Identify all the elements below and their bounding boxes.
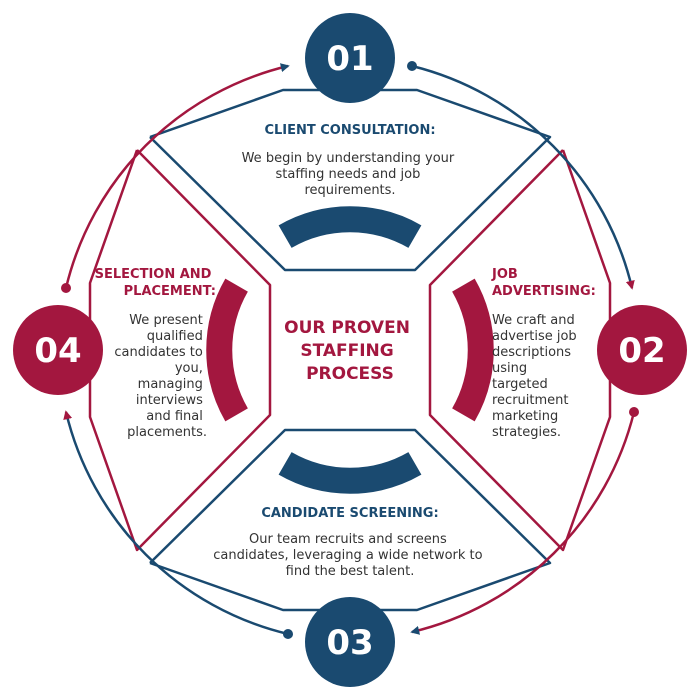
arrow-02-to-03 — [410, 411, 636, 635]
quadrant-outlines — [88, 88, 612, 612]
step-badges: 01 02 03 04 — [13, 13, 687, 687]
cycle-arrows — [61, 61, 639, 639]
arrow-02-to-03-start-dot — [629, 407, 639, 417]
ring-segment-right — [451, 278, 494, 422]
step-badge-04: 04 — [13, 305, 103, 395]
step-03-description: Our team recruits and screens candidates… — [213, 532, 487, 579]
step-badge-03: 03 — [305, 597, 395, 687]
quadrant-outline-bottom — [149, 428, 552, 612]
quadrant-outline-right — [428, 149, 612, 552]
arrow-03-to-04-start-dot — [283, 629, 293, 639]
arrow-01-to-02 — [411, 64, 635, 290]
ring-segment-top — [278, 206, 422, 249]
step-number-04: 04 — [34, 331, 81, 371]
quadrant-outline-left — [88, 149, 272, 552]
step-01-title: CLIENT CONSULTATION: — [264, 123, 435, 138]
step-number-02: 02 — [618, 331, 665, 371]
center-title-line: STAFFING — [300, 341, 393, 361]
center-title-line: PROCESS — [306, 364, 394, 384]
step-04-title: SELECTION AND PLACEMENT: — [95, 267, 216, 299]
center-ring — [206, 206, 494, 494]
step-03-content: CANDIDATE SCREENING: Our team recruits a… — [213, 506, 487, 579]
step-02-title: JOB ADVERTISING: — [491, 267, 596, 299]
step-number-03: 03 — [326, 623, 373, 663]
step-02-content: JOB ADVERTISING: We craft and advertise … — [491, 267, 596, 440]
arrow-04-to-01-start-dot — [61, 283, 71, 293]
center-title-line: OUR PROVEN — [284, 318, 410, 338]
step-badge-01: 01 — [305, 13, 395, 103]
ring-segment-bottom — [278, 451, 422, 494]
step-number-01: 01 — [326, 39, 373, 79]
step-04-content: SELECTION AND PLACEMENT: We present qual… — [95, 267, 216, 440]
step-03-title: CANDIDATE SCREENING: — [261, 506, 438, 521]
arrow-04-to-01 — [64, 63, 290, 289]
step-01-content: CLIENT CONSULTATION: We begin by underst… — [242, 123, 459, 198]
step-04-description: We present qualified candidates to you, … — [114, 313, 207, 440]
step-02-description: We craft and advertise job descriptions … — [492, 313, 581, 440]
arrow-03-to-04 — [63, 410, 289, 636]
step-01-description: We begin by understanding your staffing … — [242, 151, 459, 198]
arrow-01-to-02-start-dot — [407, 61, 417, 71]
center-title: OUR PROVEN STAFFING PROCESS — [284, 318, 416, 384]
ring-segment-left — [206, 278, 249, 422]
step-badge-02: 02 — [597, 305, 687, 395]
quadrant-outline-top — [149, 88, 552, 272]
